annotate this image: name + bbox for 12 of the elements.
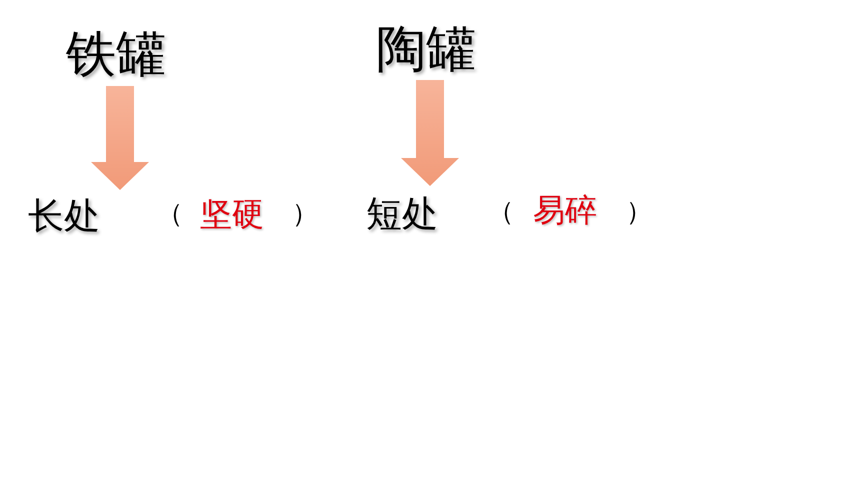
parenthesis: （ xyxy=(488,198,514,224)
block-arrow xyxy=(401,80,459,186)
parenthesis: ） xyxy=(626,198,652,224)
answer-text: 坚硬 xyxy=(200,198,264,230)
node-text: 铁罐 xyxy=(66,22,176,86)
node-text: 短处 xyxy=(366,190,446,238)
parenthesis: （ xyxy=(157,200,183,226)
node-text: 陶罐 xyxy=(376,18,486,80)
node-text: 长处 xyxy=(28,194,108,238)
parenthesis: ） xyxy=(292,200,318,226)
answer-text: 易碎 xyxy=(533,194,597,226)
block-arrow xyxy=(91,86,149,190)
